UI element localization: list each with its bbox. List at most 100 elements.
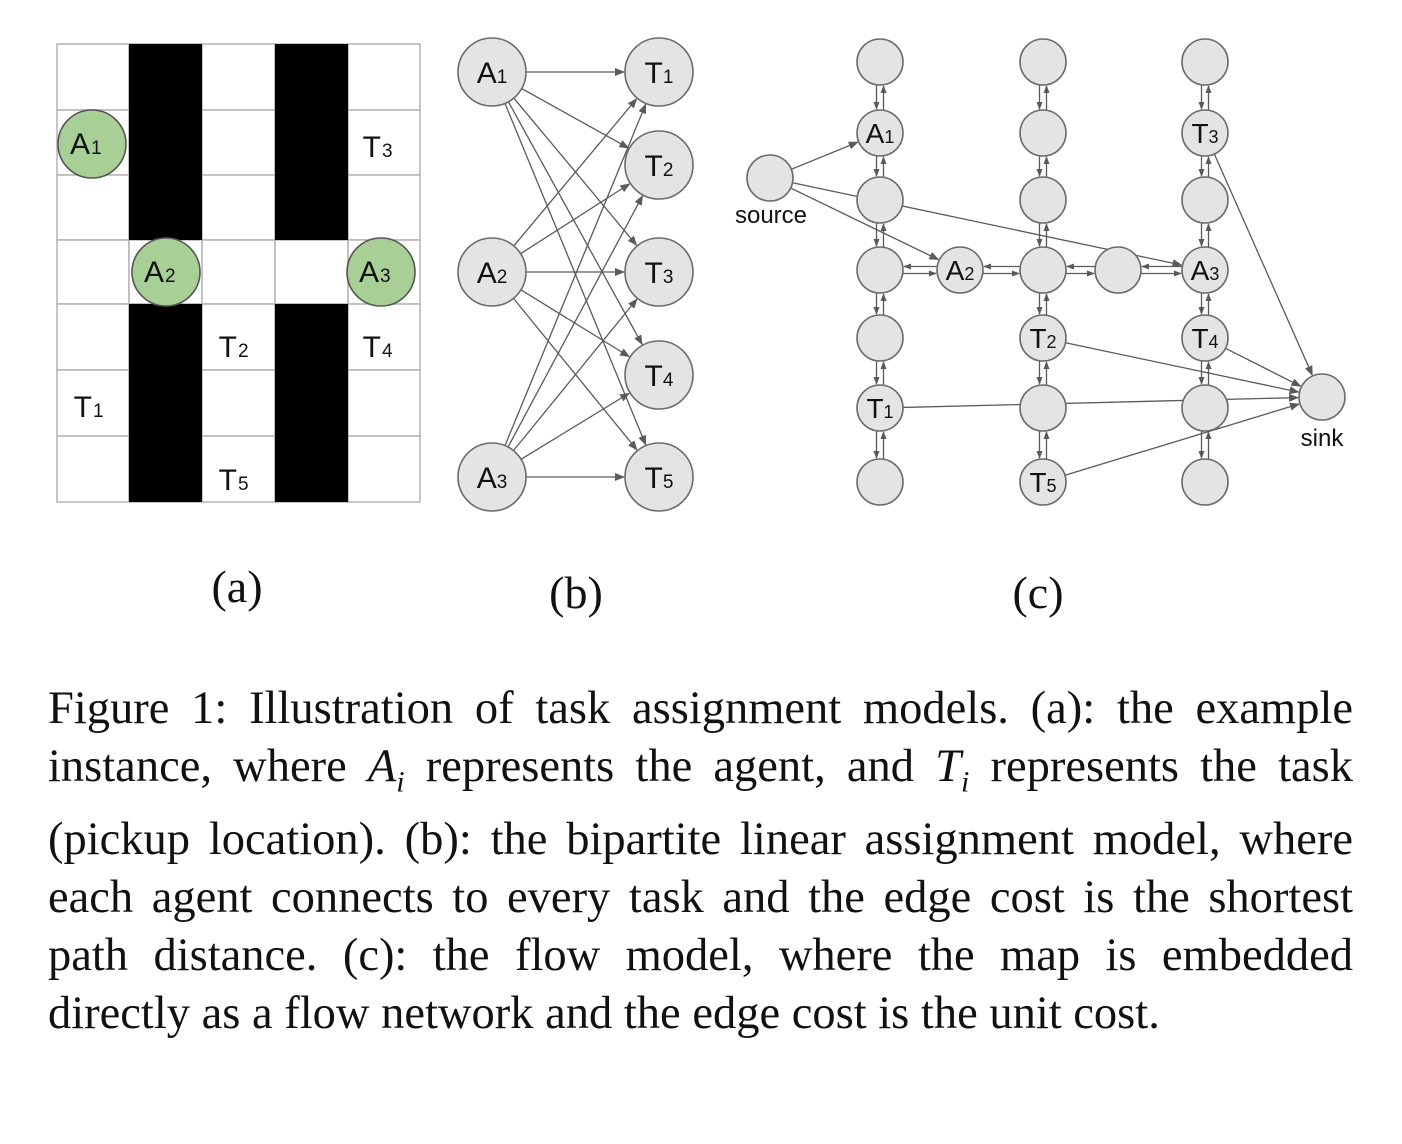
flow-node [1019, 384, 1067, 432]
flow-node [1019, 38, 1067, 86]
source-label: source [735, 202, 807, 229]
grid-task-t1: T 1 [74, 391, 104, 424]
flow-edge [1225, 347, 1302, 387]
flow-node [1094, 246, 1142, 294]
grid-task-t2-letter: T [219, 331, 237, 364]
sink-node-circle [1298, 373, 1346, 421]
bipartite-edge [520, 392, 630, 460]
grid-task-t3: T 3 [363, 131, 393, 164]
bipartite-agent-a2-label: A2 [477, 257, 508, 290]
bipartite-agent-a1-label: A1 [477, 57, 508, 90]
grid-agent-a2-letter: A [144, 256, 164, 289]
source-node [746, 154, 794, 202]
flow-node [856, 176, 904, 224]
flow-node-circle [1181, 458, 1229, 506]
panel-label-b: (b) [549, 567, 603, 618]
grid-cell [347, 43, 421, 111]
bipartite-task-t3: T3 [624, 237, 694, 307]
flow-node [856, 314, 904, 362]
flow-node-a3-label: A3 [1191, 255, 1220, 286]
bipartite-edge [507, 101, 643, 346]
flow-node-t2-label: T2 [1029, 323, 1056, 354]
flow-node-circle [856, 314, 904, 362]
caption-part-3: represents the task (pickup location). (… [48, 741, 1353, 1040]
flow-edge [790, 187, 940, 261]
flow-node-a1-label: A1 [866, 118, 895, 149]
flow-node-t2: T2 [1019, 314, 1067, 362]
flow-node-t1-label: T1 [866, 393, 893, 424]
grid-cell [201, 43, 276, 111]
caption-task-symbol-sub: i [961, 765, 970, 799]
bipartite-task-t3-label: T3 [645, 257, 674, 290]
grid-task-t3-sub: 3 [382, 141, 393, 162]
flow-node-t3: T3 [1181, 109, 1229, 157]
flow-node [856, 458, 904, 506]
flow-node [1019, 176, 1067, 224]
flow-node-t3-label: T3 [1191, 118, 1218, 149]
grid-cell [201, 435, 276, 503]
flow-edge [1213, 153, 1313, 376]
flow-node-a2-circle [936, 246, 984, 294]
bipartite-task-t1-label: T1 [645, 57, 674, 90]
grid-cell [56, 43, 130, 111]
flow-node-t5-label: T5 [1029, 467, 1056, 498]
sink-label: sink [1301, 425, 1345, 452]
flow-node-a2: A2 [936, 246, 984, 294]
bipartite-task-t2-label: T2 [645, 150, 674, 183]
bipartite-task-t3-circle [624, 237, 694, 307]
grid-agent-a1-sub: 1 [91, 138, 102, 159]
grid-cell [56, 174, 130, 241]
bipartite-edge [521, 87, 630, 149]
grid-task-t5-letter: T [219, 464, 237, 497]
flow-node [1181, 458, 1229, 506]
grid-task-t4-letter: T [363, 331, 381, 364]
flow-node-t4-circle [1181, 314, 1229, 362]
bipartite-task-t2: T2 [624, 130, 694, 200]
grid-agent-a3-letter: A [359, 256, 379, 289]
flow-node-circle [1181, 176, 1229, 224]
flow-node-t2-circle [1019, 314, 1067, 362]
obstacle-columns [129, 44, 348, 502]
flow-node-circle [1019, 246, 1067, 294]
flow-node-circle [1019, 176, 1067, 224]
flow-edge [1064, 402, 1300, 476]
flow-node-a3-circle [1181, 246, 1229, 294]
caption-agent-symbol: A [367, 741, 397, 792]
flow-node [1019, 246, 1067, 294]
grid-cell [56, 435, 130, 503]
flow-node-a3: A3 [1181, 246, 1229, 294]
grid-cell [201, 303, 276, 371]
grid-task-t2-sub: 2 [238, 341, 249, 362]
flow-node-t3-circle [1181, 109, 1229, 157]
grid-cell [56, 303, 130, 371]
bipartite-edge [520, 183, 631, 255]
flow-edge [791, 141, 859, 170]
flow-node-a2-label: A2 [946, 255, 975, 286]
caption-agent-symbol-sub: i [396, 765, 405, 799]
grid-cell [274, 239, 349, 305]
bipartite-task-t4: T4 [624, 340, 694, 410]
flow-node [1019, 109, 1067, 157]
obstacle-block [129, 44, 202, 240]
flow-edge [902, 393, 1300, 409]
source-node-circle [746, 154, 794, 202]
grid-agent-a3: A 3 [346, 237, 416, 307]
bipartite-edge [513, 98, 638, 247]
grid-agent-a1: A 1 [57, 109, 127, 179]
bipartite-task-t5-circle [624, 442, 694, 512]
grid-cell [56, 369, 130, 437]
bipartite-agent-a3: A3 [457, 442, 527, 512]
flow-node-circle [1181, 38, 1229, 86]
flow-node-t4-label: T4 [1191, 323, 1218, 354]
flow-node [856, 246, 904, 294]
flow-node-circle [856, 176, 904, 224]
panel-label-a: (a) [211, 561, 263, 612]
grid-cell [347, 174, 421, 241]
caption-part-1: Figure 1: Illustration of task assignmen… [48, 683, 1353, 792]
flow-node-circle [1181, 384, 1229, 432]
figure-caption: Figure 1: Illustration of task assignmen… [48, 680, 1353, 1043]
bipartite-task-t4-circle [624, 340, 694, 410]
flow-node-circle [1019, 384, 1067, 432]
grid-cell [347, 109, 421, 176]
